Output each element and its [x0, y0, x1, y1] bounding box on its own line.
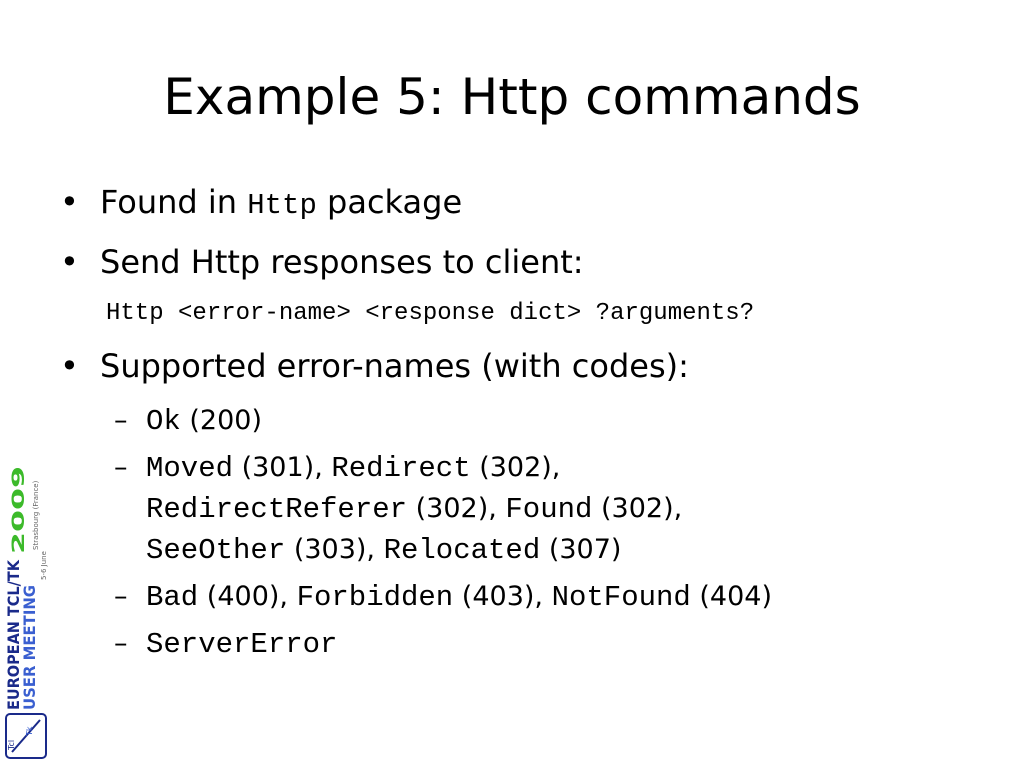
code-found: Found: [505, 493, 593, 526]
logo-slash: [11, 719, 41, 753]
logo-mark-tcl: Tcl: [7, 740, 16, 751]
sub-item-ok: – Ok (200): [60, 401, 990, 442]
logo-line-user-meeting: USER MEETING: [20, 585, 39, 710]
bullet-send-responses: • Send Http responses to client:: [60, 240, 990, 285]
code-forbidden: Forbidden: [296, 581, 454, 614]
redirect-line-2: RedirectReferer (302), Found (302),: [146, 489, 990, 530]
logo-year: 2009: [9, 466, 29, 554]
logo-dates: 5-6 June: [40, 551, 48, 580]
bullet-found-in-package: • Found in Http package: [60, 180, 990, 228]
dash-marker: –: [114, 405, 128, 436]
redirect-line-1: Moved (301), Redirect (302),: [146, 448, 990, 489]
logo-line-european: EUROPEAN TCL/TK: [4, 559, 23, 710]
code-http: Http: [247, 189, 317, 222]
code-ok: Ok: [146, 405, 181, 438]
bullet-marker: •: [60, 347, 79, 385]
bullet-marker: •: [60, 243, 79, 281]
sub-item-server-error: – ServerError: [60, 624, 990, 665]
code-server-error: ServerError: [146, 628, 338, 661]
code-value: (302),: [470, 452, 561, 483]
code-value: (200): [180, 405, 262, 436]
code-value: (307): [540, 534, 622, 565]
code-moved: Moved: [146, 452, 234, 485]
code-redirect-referer: RedirectReferer: [146, 493, 408, 526]
dash-marker: –: [114, 628, 128, 659]
logo-mark-tk: Tk: [25, 726, 34, 737]
redirect-line-3: SeeOther (303), Relocated (307): [146, 530, 990, 571]
code-value: (403),: [453, 581, 552, 612]
logo-place: Strasbourg (France): [32, 480, 40, 550]
bullet-supported-error-names: • Supported error-names (with codes):: [60, 344, 990, 389]
http-syntax-code: Http <error-name> <response dict> ?argum…: [106, 300, 755, 327]
code-relocated: Relocated: [383, 534, 541, 567]
slide-content: • Found in Http package • Send Http resp…: [60, 180, 990, 671]
bullet-text: Supported error-names (with codes):: [100, 347, 689, 385]
dash-marker: –: [114, 452, 128, 483]
code-value: (404): [690, 581, 772, 612]
sub-item-redirects: – Moved (301), Redirect (302), RedirectR…: [60, 448, 990, 571]
code-see-other: SeeOther: [146, 534, 286, 567]
bullet-text: Send Http responses to client:: [100, 243, 584, 281]
code-redirect: Redirect: [331, 452, 471, 485]
code-not-found: NotFound: [551, 581, 691, 614]
dash-marker: –: [114, 581, 128, 612]
conference-logo: Tcl Tk EUROPEAN TCL/TK USER MEETING 2009…: [4, 466, 48, 759]
code-value: (301),: [233, 452, 332, 483]
code-bad: Bad: [146, 581, 199, 614]
bullet-text: Found in: [100, 183, 248, 221]
slide-title: Example 5: Http commands: [163, 68, 861, 126]
sub-item-client-errors: – Bad (400), Forbidden (403), NotFound (…: [60, 577, 990, 618]
http-syntax-line: Http <error-name> <response dict> ?argum…: [60, 293, 990, 332]
code-value: (303),: [285, 534, 384, 565]
code-value: (400),: [198, 581, 297, 612]
code-value: (302),: [407, 493, 506, 524]
code-value: (302),: [592, 493, 683, 524]
bullet-text: package: [316, 183, 463, 221]
bullet-marker: •: [60, 183, 79, 221]
